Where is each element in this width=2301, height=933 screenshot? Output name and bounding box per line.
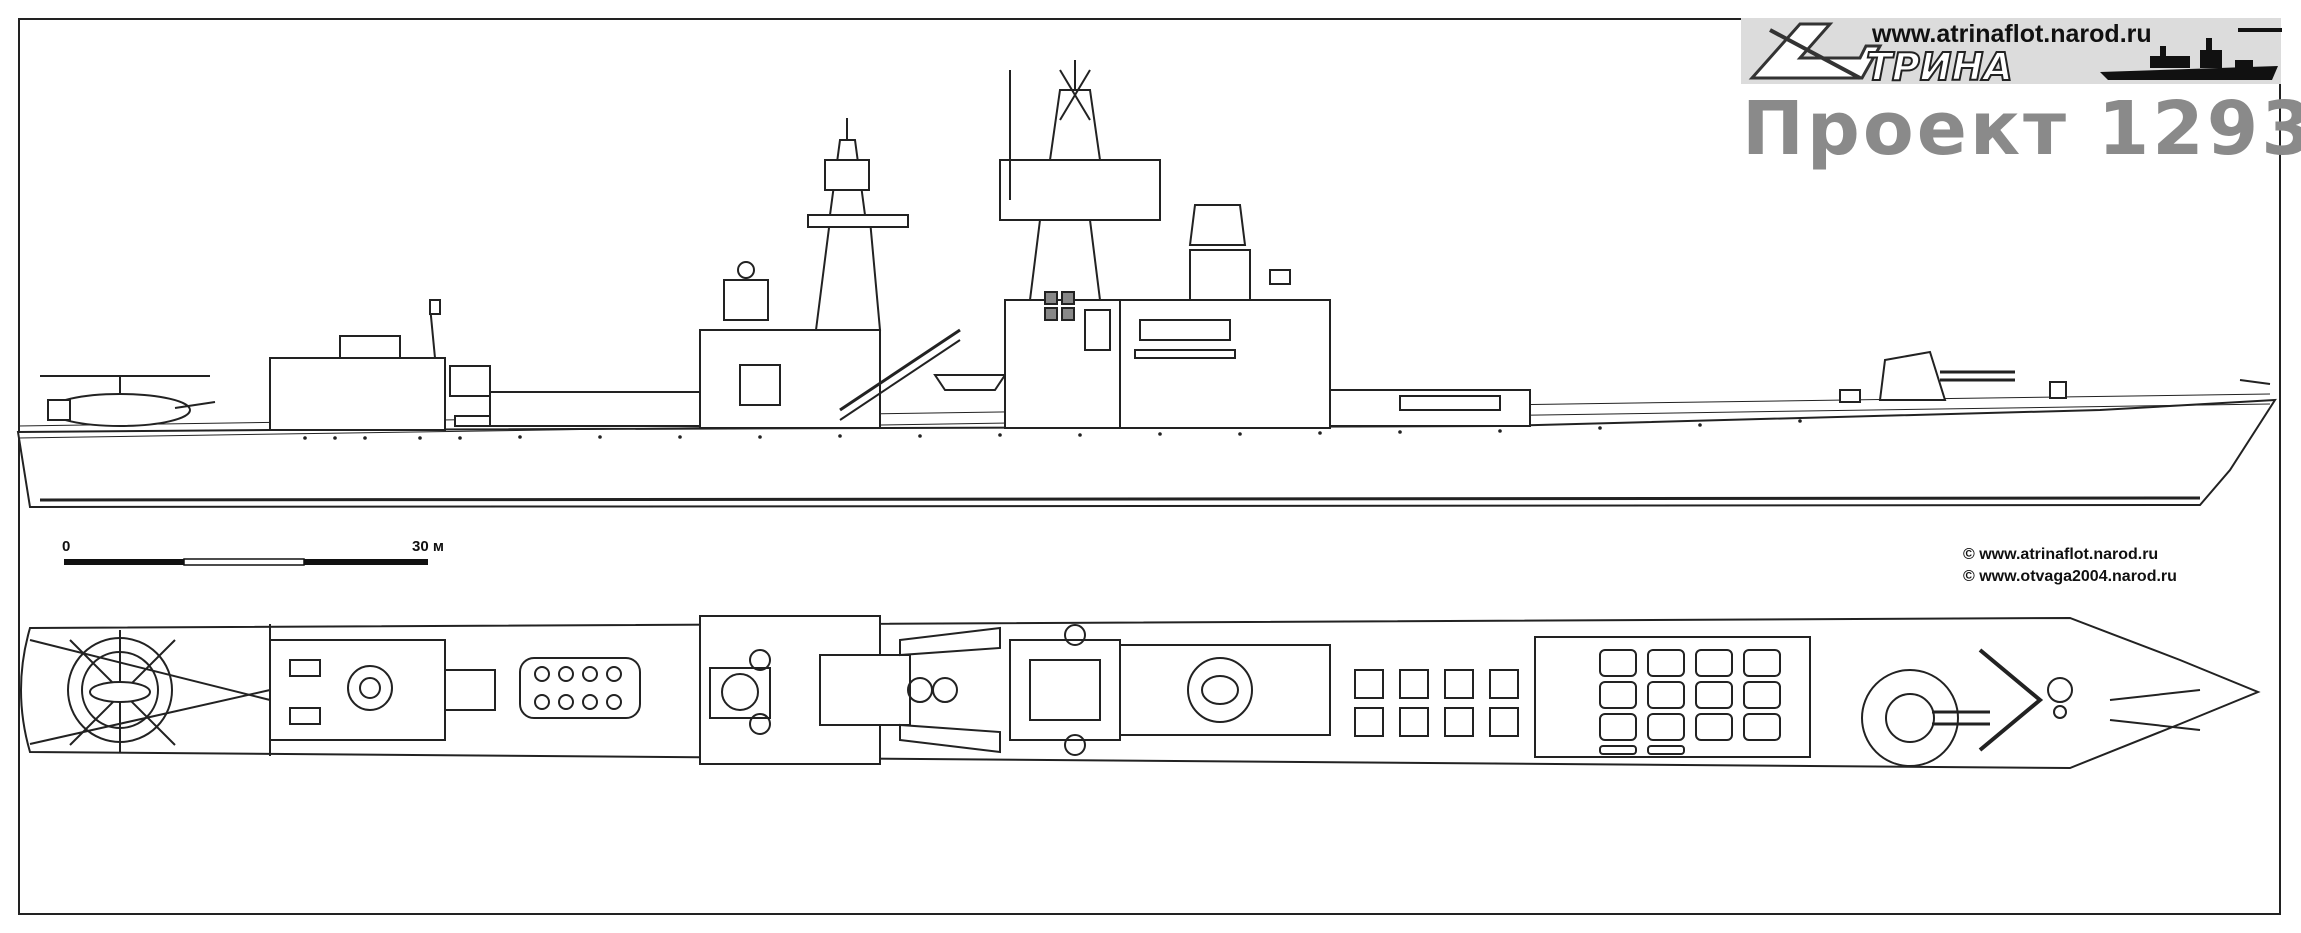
forward-gun-top [1861,669,1990,767]
project-title: Проект 1293 [1742,86,2301,172]
vertical-launch-grid [1534,636,1811,758]
scale-end-label: 30 м [412,538,444,555]
drawing-frame [18,18,2281,915]
portholes [303,419,1802,440]
scale-start-label: 0 [62,538,71,555]
helicopter-side [40,375,216,427]
copyright-line-1: © www.atrinaflot.narod.ru [1963,546,2159,563]
helipad [67,630,176,752]
forward-gun-side [1878,350,2015,401]
vent-group-aft [519,657,641,719]
bridge-windows [1044,291,1075,321]
logo-url-text: www.atrinaflot.narod.ru [1872,20,2152,48]
copyright-line-2: © www.otvaga2004.narod.ru [1963,568,2177,585]
deck-boxes [1354,669,1519,737]
